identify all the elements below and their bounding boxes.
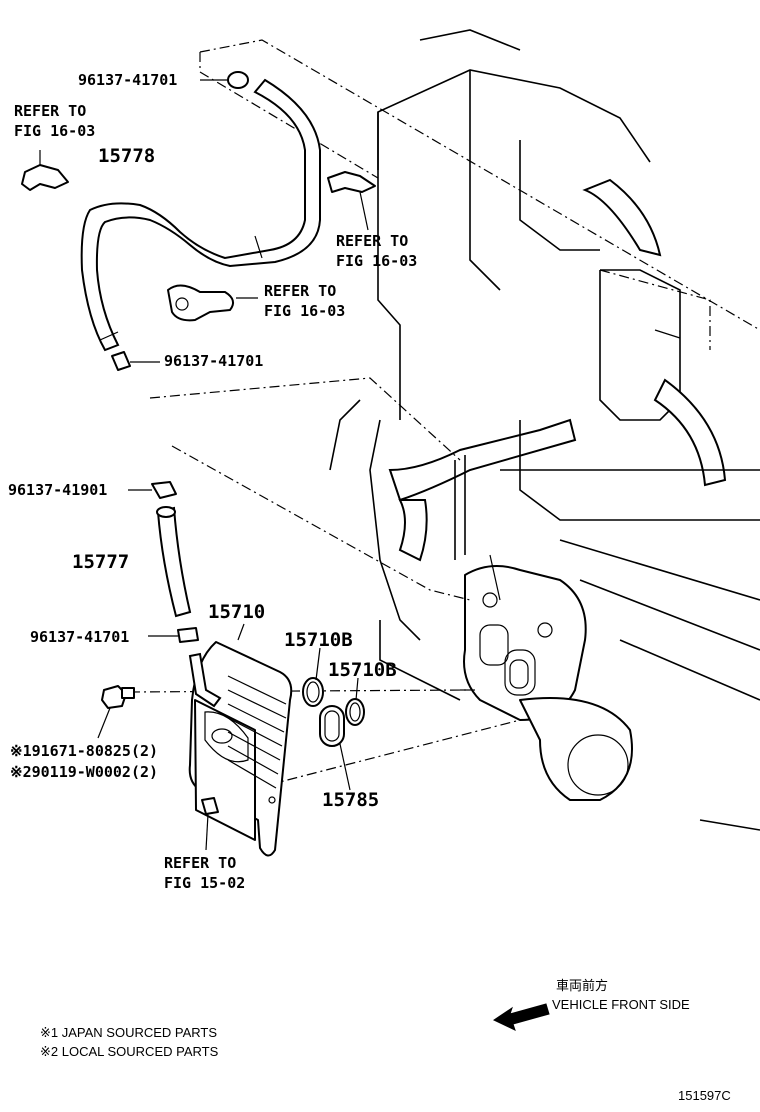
label-clamp-lower: 96137-41701 [30, 628, 129, 646]
label-refer-center-1: REFER TO [264, 282, 336, 300]
clip-refer-mid-right [327, 171, 376, 231]
label-refer-mid-right-1: REFER TO [336, 232, 408, 250]
label-refer-top-left-1: REFER TO [14, 102, 86, 120]
hose-15777 [156, 506, 192, 618]
clip-refer-top-left [21, 150, 69, 191]
note-2: ※2 LOCAL SOURCED PARTS [40, 1044, 219, 1059]
clamp-41901 [128, 481, 177, 499]
oil-cooler-15710 [188, 623, 293, 857]
notes: ※1 JAPAN SOURCED PARTS ※2 LOCAL SOURCED … [40, 1025, 219, 1059]
label-bolt-2: ※290119-W0002(2) [10, 763, 158, 781]
clamp-lower [148, 627, 199, 643]
label-refer-top-left-2: FIG 16-03 [14, 122, 95, 140]
labels: 96137-41701 REFER TO FIG 16-03 15778 REF… [8, 71, 417, 892]
label-refer-bottom-2: FIG 15-02 [164, 874, 245, 892]
note-1: ※1 JAPAN SOURCED PARTS [40, 1025, 217, 1040]
label-oring: 15785 [322, 789, 379, 811]
direction-jp: 車両前方 [556, 978, 608, 993]
label-clamp-mid: 96137-41701 [164, 352, 263, 370]
clamp-mid [111, 351, 160, 371]
bolt [97, 685, 135, 739]
cooler-fins [227, 675, 287, 789]
leader-dashes [129, 377, 521, 801]
label-refer-bottom-1: REFER TO [164, 854, 236, 872]
figure-id: 151597C [678, 1088, 731, 1103]
clamp-top [200, 71, 249, 89]
clip-refer-center [167, 284, 258, 322]
gasket-15710b-right [345, 677, 365, 726]
front-arrow-icon [492, 1003, 550, 1031]
label-clamp-41901: 96137-41901 [8, 481, 107, 499]
gasket-15710b-left [302, 647, 324, 707]
engine-block [199, 29, 760, 831]
cooler-mount-housing [460, 554, 633, 801]
label-clamp-top: 96137-41701 [78, 71, 177, 89]
label-gasket-b2: 15710B [328, 659, 397, 681]
direction-en: VEHICLE FRONT SIDE [552, 997, 690, 1012]
label-hose-lower: 15777 [72, 551, 129, 573]
grommet-bottom [201, 797, 219, 851]
label-hose-upper: 15778 [98, 145, 155, 167]
label-gasket-b1: 15710B [284, 629, 353, 651]
vehicle-front-indicator: 車両前方 VEHICLE FRONT SIDE [492, 978, 690, 1031]
oring-15785 [319, 705, 351, 791]
label-refer-center-2: FIG 16-03 [264, 302, 345, 320]
label-bolt-1: ※191671-80825(2) [10, 742, 158, 760]
hose-15778 [80, 78, 321, 352]
label-refer-mid-right-2: FIG 16-03 [336, 252, 417, 270]
label-cooler: 15710 [208, 601, 265, 623]
